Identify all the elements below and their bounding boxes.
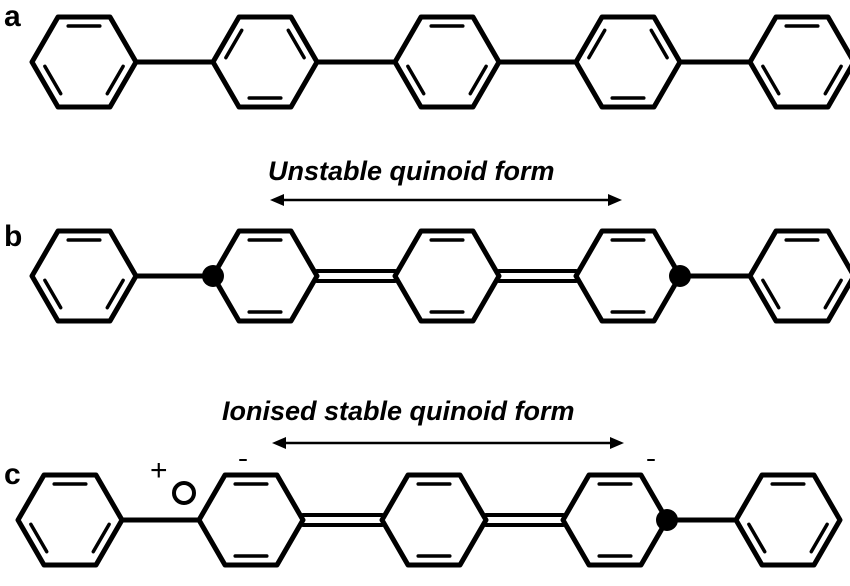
chain-a-benzenoid <box>29 14 850 110</box>
ring-outline <box>747 228 850 324</box>
ring-b4 <box>573 228 683 324</box>
ring-outline <box>29 14 139 110</box>
ring-outline <box>210 14 320 110</box>
ring-outline <box>573 228 683 324</box>
ring-double-bond <box>43 64 63 96</box>
ring-double-bond <box>649 28 669 60</box>
ring-double-bond <box>587 28 607 60</box>
ring-double-bond <box>105 278 125 310</box>
ring-b3 <box>392 228 502 324</box>
ring-b5 <box>747 228 850 324</box>
ring-c3 <box>379 472 489 568</box>
ring-double-bond <box>43 278 63 310</box>
ring-double-bond <box>406 64 426 96</box>
ring-double-bond <box>747 522 767 554</box>
radical-dot-c-right <box>656 509 678 531</box>
ring-outline <box>560 472 670 568</box>
ring-double-bond <box>224 28 244 60</box>
ring-outline <box>573 14 683 110</box>
arrowhead-right <box>608 194 622 206</box>
ring-b1 <box>29 228 139 324</box>
ring-double-bond <box>809 522 829 554</box>
ring-c4 <box>560 472 670 568</box>
span-arrow-c <box>272 437 624 449</box>
benzene-ring-a3 <box>392 14 502 110</box>
ring-double-bond <box>468 64 488 96</box>
ring-c2 <box>196 472 306 568</box>
ring-c5 <box>733 472 843 568</box>
ring-c1 <box>15 472 125 568</box>
ring-outline <box>379 472 489 568</box>
span-arrow-b <box>270 194 622 206</box>
ring-outline <box>392 228 502 324</box>
ring-outline <box>733 472 843 568</box>
panel-label-a: a <box>4 0 21 33</box>
ring-double-bond <box>823 64 843 96</box>
caption-ionised-stable-quinoid: Ionised stable quinoid form <box>222 396 575 426</box>
ring-double-bond <box>105 64 125 96</box>
span-arrows <box>270 194 624 449</box>
arrowhead-left <box>270 194 284 206</box>
ring-outline <box>210 228 320 324</box>
positive-charge-symbol: + <box>150 454 168 487</box>
ring-double-bond <box>761 278 781 310</box>
panel-label-c: c <box>4 458 21 491</box>
ring-double-bond <box>91 522 111 554</box>
ring-double-bond <box>823 278 843 310</box>
ring-outline <box>196 472 306 568</box>
positive-hole-circle <box>172 481 196 505</box>
chain-b-quinoid <box>29 228 850 324</box>
ring-outline <box>15 472 125 568</box>
radical-dot-right <box>669 265 691 287</box>
panel-label-b: b <box>4 220 23 253</box>
benzene-ring-a2 <box>210 14 320 110</box>
arrowhead-right <box>610 437 624 449</box>
benzene-ring-a5 <box>747 14 850 110</box>
chain-c-ionised-quinoid <box>15 459 843 568</box>
ring-double-bond <box>286 28 306 60</box>
radical-dot-left <box>202 265 224 287</box>
benzene-ring-a1 <box>29 14 139 110</box>
benzene-ring-a4 <box>573 14 683 110</box>
ring-double-bond <box>761 64 781 96</box>
ring-outline <box>29 228 139 324</box>
arrowhead-left <box>272 437 286 449</box>
ring-double-bond <box>29 522 49 554</box>
ring-b2 <box>210 228 320 324</box>
ring-outline <box>747 14 850 110</box>
ring-outline <box>392 14 502 110</box>
caption-unstable-quinoid: Unstable quinoid form <box>268 156 555 186</box>
